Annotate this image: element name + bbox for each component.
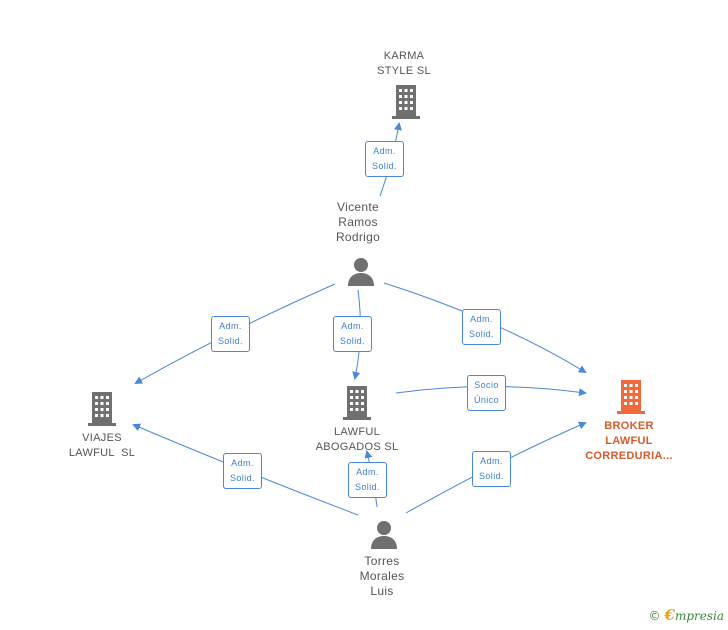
broker-lawful-label[interactable]: BROKER LAWFUL CORREDURIA...: [578, 419, 680, 464]
edge-label-line1: Adm.: [219, 321, 242, 331]
lawful-label-line1: LAWFUL: [333, 426, 380, 438]
viajes-label-line1: VIAJES: [82, 432, 122, 444]
edge-label-vicente-viajes: Adm. Solid.: [211, 316, 250, 352]
edge-label-torres-viajes: Adm. Solid.: [223, 453, 262, 489]
torres-morales-label[interactable]: Torres Morales Luis: [342, 554, 422, 599]
edge-label-line1: Adm.: [480, 456, 503, 466]
copyright-symbol: ©: [648, 609, 661, 623]
karma-label-line1: KARMA: [383, 50, 425, 62]
company-building-icon[interactable]: [390, 83, 422, 119]
viajes-label-line2: LAWFUL SL: [68, 447, 136, 459]
edge-label-line2: Único: [474, 395, 500, 405]
vicente-label-line3: Rodrigo: [335, 230, 381, 244]
edge-label-line2: Solid.: [479, 471, 504, 481]
edge-label-line1: Adm.: [470, 314, 493, 324]
broker-label-line2: LAWFUL: [605, 435, 653, 447]
company-building-icon[interactable]: [341, 384, 373, 420]
karma-style-label[interactable]: KARMA STYLE SL: [362, 49, 446, 79]
vicente-label-line2: Ramos: [338, 215, 378, 229]
edge-label-line2: Solid.: [230, 473, 255, 483]
brand-initial: €: [664, 606, 675, 624]
company-building-highlight-icon[interactable]: [615, 378, 647, 414]
edge-label-line2: Solid.: [469, 329, 494, 339]
edge-label-line1: Adm.: [341, 321, 364, 331]
lawful-abogados-label[interactable]: LAWFUL ABOGADOS SL: [305, 425, 409, 455]
vicente-label-line1: Vicente: [337, 200, 379, 214]
lawful-label-line2: ABOGADOS SL: [315, 441, 399, 453]
torres-label-line1: Torres: [364, 554, 400, 568]
edge-label-vicente-karma: Adm. Solid.: [365, 141, 404, 177]
edge-label-torres-lawful: Adm. Solid.: [348, 462, 387, 498]
edge-label-vicente-lawful: Adm. Solid.: [333, 316, 372, 352]
person-icon[interactable]: [369, 519, 399, 549]
broker-label-line3: CORREDURIA...: [585, 450, 673, 462]
edge-label-line1: Adm.: [231, 458, 254, 468]
edge-label-line2: Solid.: [372, 161, 397, 171]
brand-name: mpresia: [674, 609, 724, 623]
edge-label-line2: Solid.: [355, 482, 380, 492]
edge-label-line2: Solid.: [218, 336, 243, 346]
empresia-copyright[interactable]: ©€mpresia: [649, 606, 725, 624]
edge-label-torres-broker: Adm. Solid.: [472, 451, 511, 487]
company-building-icon[interactable]: [86, 390, 118, 426]
person-icon[interactable]: [346, 256, 376, 286]
edge-label-vicente-broker: Adm. Solid.: [462, 309, 501, 345]
broker-label-line1: BROKER: [604, 420, 654, 432]
torres-label-line2: Morales: [359, 569, 405, 583]
edge-label-line1: Adm.: [373, 146, 396, 156]
vicente-ramos-label[interactable]: Vicente Ramos Rodrigo: [318, 200, 398, 245]
torres-label-line3: Luis: [370, 584, 394, 598]
karma-label-line2: STYLE SL: [377, 65, 431, 77]
viajes-lawful-label[interactable]: VIAJES LAWFUL SL: [57, 431, 147, 461]
edge-label-lawful-broker: Socio Único: [467, 375, 507, 411]
edge-label-line1: Socio: [474, 380, 499, 390]
edge-label-line2: Solid.: [340, 336, 365, 346]
edge-label-line1: Adm.: [356, 467, 379, 477]
